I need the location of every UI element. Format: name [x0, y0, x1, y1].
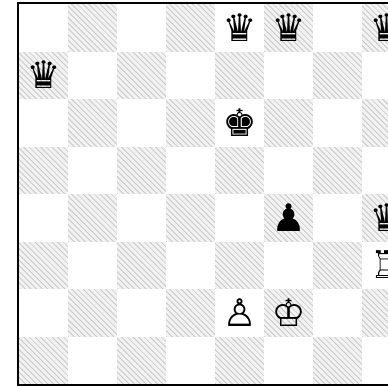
square-g2[interactable] — [313, 289, 362, 337]
square-c6[interactable] — [117, 99, 166, 147]
square-a5[interactable] — [19, 147, 68, 195]
black-queen-icon[interactable]: ♛ — [19, 52, 68, 100]
square-g3[interactable] — [313, 242, 362, 290]
square-g5[interactable] — [313, 147, 362, 195]
square-h5[interactable] — [362, 147, 388, 195]
square-c1[interactable] — [117, 337, 166, 385]
square-b3[interactable] — [68, 242, 117, 290]
square-b2[interactable] — [68, 289, 117, 337]
square-a2[interactable] — [19, 289, 68, 337]
square-e2[interactable]: ♙ — [215, 289, 264, 337]
square-h2[interactable] — [362, 289, 388, 337]
square-e4[interactable] — [215, 194, 264, 242]
square-e6[interactable]: ♚ — [215, 99, 264, 147]
square-a6[interactable] — [19, 99, 68, 147]
square-h6[interactable] — [362, 99, 388, 147]
square-f3[interactable] — [264, 242, 313, 290]
square-h8[interactable]: ♛ — [362, 4, 388, 52]
square-h1[interactable] — [362, 337, 388, 385]
square-e5[interactable] — [215, 147, 264, 195]
square-a4[interactable] — [19, 194, 68, 242]
square-f2[interactable]: ♔ — [264, 289, 313, 337]
square-e7[interactable] — [215, 52, 264, 100]
square-b4[interactable] — [68, 194, 117, 242]
square-f7[interactable] — [264, 52, 313, 100]
square-d7[interactable] — [166, 52, 215, 100]
square-e1[interactable] — [215, 337, 264, 385]
square-h4[interactable]: ♛ — [362, 194, 388, 242]
square-c8[interactable] — [117, 4, 166, 52]
square-f8[interactable]: ♛ — [264, 4, 313, 52]
square-a3[interactable] — [19, 242, 68, 290]
square-g1[interactable] — [313, 337, 362, 385]
square-d3[interactable] — [166, 242, 215, 290]
white-king-icon[interactable]: ♔ — [264, 289, 313, 337]
square-g7[interactable] — [313, 52, 362, 100]
white-pawn-icon[interactable]: ♙ — [215, 289, 264, 337]
square-b6[interactable] — [68, 99, 117, 147]
square-f6[interactable] — [264, 99, 313, 147]
square-b1[interactable] — [68, 337, 117, 385]
chess-board: ♛♛♛♛♚♟♛♖♙♔ — [17, 2, 388, 386]
square-e8[interactable]: ♛ — [215, 4, 264, 52]
black-queen-icon[interactable]: ♛ — [362, 4, 388, 52]
black-pawn-icon[interactable]: ♟ — [264, 194, 313, 242]
square-f1[interactable] — [264, 337, 313, 385]
square-g4[interactable] — [313, 194, 362, 242]
square-d5[interactable] — [166, 147, 215, 195]
square-c2[interactable] — [117, 289, 166, 337]
square-d1[interactable] — [166, 337, 215, 385]
square-d8[interactable] — [166, 4, 215, 52]
square-h3[interactable]: ♖ — [362, 242, 388, 290]
black-king-icon[interactable]: ♚ — [215, 99, 264, 147]
white-rook-icon[interactable]: ♖ — [362, 242, 388, 290]
square-d6[interactable] — [166, 99, 215, 147]
black-queen-icon[interactable]: ♛ — [215, 4, 264, 52]
square-f5[interactable] — [264, 147, 313, 195]
square-h7[interactable] — [362, 52, 388, 100]
black-queen-icon[interactable]: ♛ — [264, 4, 313, 52]
black-queen-icon[interactable]: ♛ — [362, 194, 388, 242]
square-g8[interactable] — [313, 4, 362, 52]
square-b8[interactable] — [68, 4, 117, 52]
square-a7[interactable]: ♛ — [19, 52, 68, 100]
square-c4[interactable] — [117, 194, 166, 242]
square-c7[interactable] — [117, 52, 166, 100]
square-e3[interactable] — [215, 242, 264, 290]
square-b7[interactable] — [68, 52, 117, 100]
square-d4[interactable] — [166, 194, 215, 242]
square-d2[interactable] — [166, 289, 215, 337]
square-b5[interactable] — [68, 147, 117, 195]
square-a1[interactable] — [19, 337, 68, 385]
square-f4[interactable]: ♟ — [264, 194, 313, 242]
square-c5[interactable] — [117, 147, 166, 195]
square-c3[interactable] — [117, 242, 166, 290]
square-a8[interactable] — [19, 4, 68, 52]
square-g6[interactable] — [313, 99, 362, 147]
